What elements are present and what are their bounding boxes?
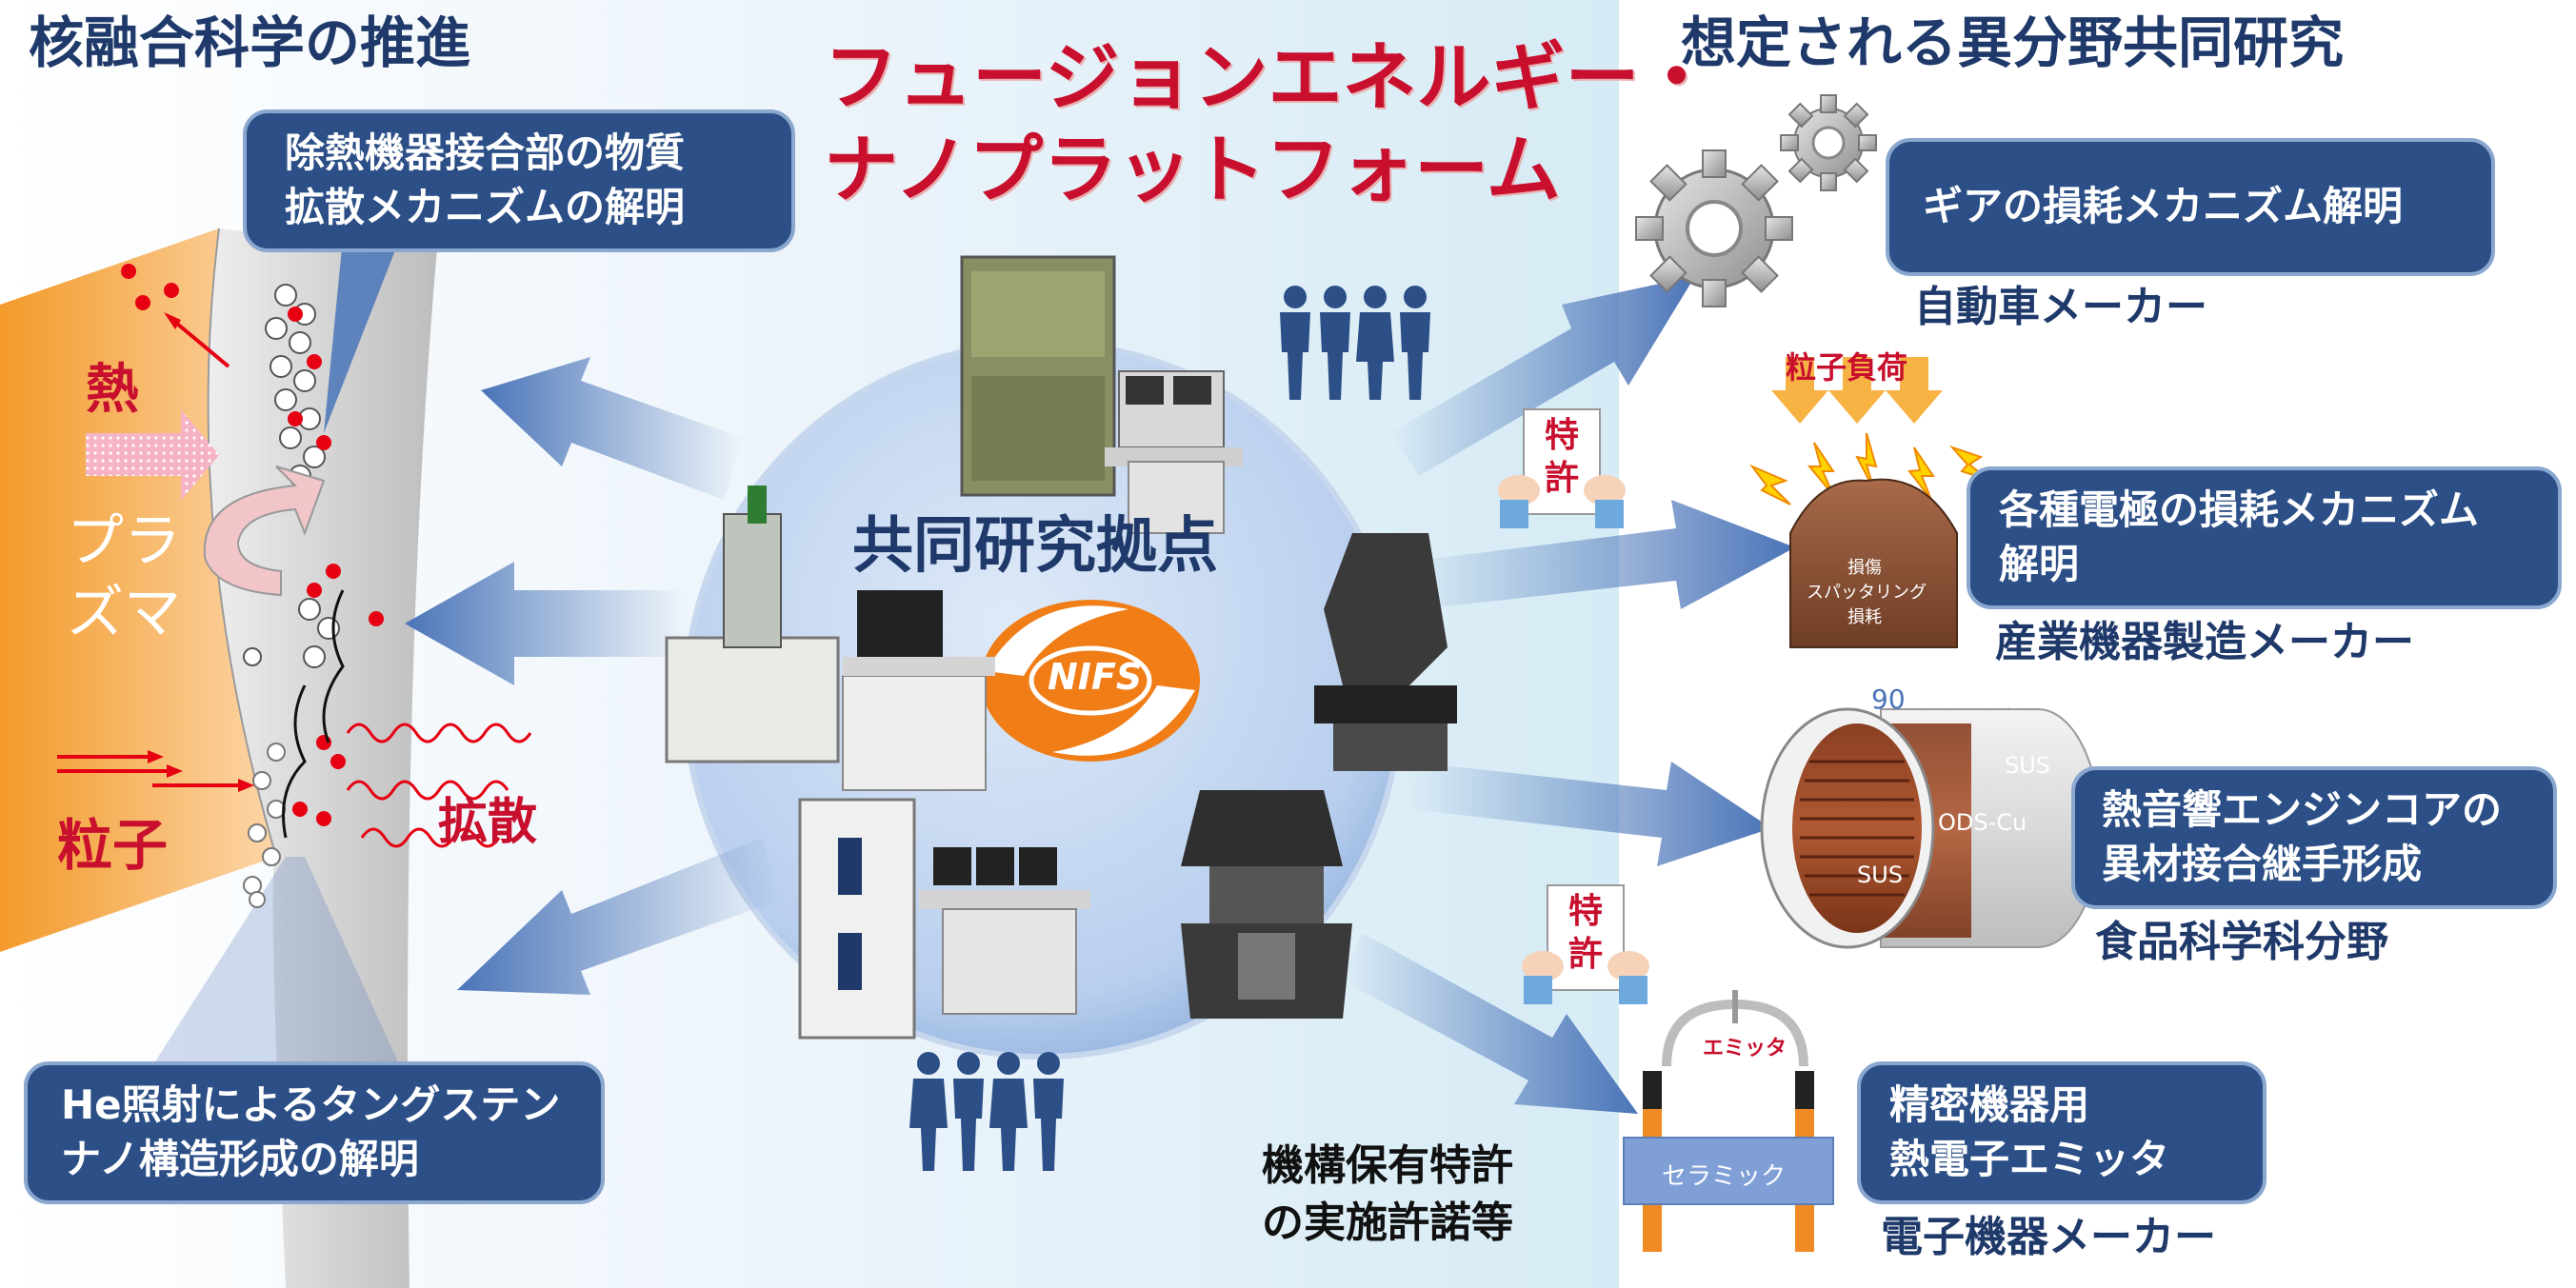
left-header: 核融合科学の推進 bbox=[29, 10, 471, 75]
box-gear-line1: ギアの損耗メカニズム解明 bbox=[1923, 183, 2404, 230]
callout-top bbox=[324, 238, 400, 433]
emitter-label: エミッタ bbox=[1699, 1031, 1791, 1061]
field-electronics: 電子機器メーカー bbox=[1881, 1213, 2216, 1261]
sus-bottom-label: SUS bbox=[1857, 862, 1904, 888]
patent-top-line2: 許 bbox=[1545, 459, 1580, 498]
instrument-right-top bbox=[1314, 533, 1457, 771]
particle-label: 粒子 bbox=[57, 813, 169, 878]
damage-label-line3: 損耗 bbox=[1847, 607, 1882, 627]
crack-lines bbox=[282, 589, 345, 839]
curved-arrow bbox=[203, 466, 326, 597]
heat-arrow bbox=[86, 409, 219, 501]
instrument-left bbox=[665, 485, 995, 791]
patent-icon-top bbox=[1498, 408, 1626, 528]
box-tungsten-line1: He照射によるタングステン bbox=[61, 1081, 561, 1129]
box-thermoacoustic-line1: 熱音響エンジンコアの bbox=[2102, 786, 2503, 834]
diffusion-waves bbox=[346, 723, 532, 848]
field-food-science: 食品科学科分野 bbox=[2095, 918, 2388, 966]
arrow-to-top-left bbox=[481, 357, 743, 500]
instrument-top bbox=[960, 255, 1243, 534]
electrode-icon bbox=[1748, 357, 1991, 648]
ceramic-label: セラミック bbox=[1662, 1162, 1787, 1191]
patent-icon-bottom bbox=[1522, 884, 1649, 1004]
patent-bottom-line2: 許 bbox=[1568, 935, 1604, 974]
thermionic-emitter-icon bbox=[1623, 990, 1834, 1252]
license-line1: 機構保有特許 bbox=[1262, 1141, 1513, 1190]
patent-bottom-line1: 特 bbox=[1568, 892, 1604, 931]
small-gear-icon bbox=[1780, 94, 1877, 191]
callout-bottom bbox=[152, 857, 400, 1066]
box-gear-wear: ギアの損耗メカニズム解明 bbox=[1886, 138, 2495, 276]
box-electrode-wear: 各種電極の損耗メカニズム 解明 bbox=[1967, 466, 2562, 609]
box-emitter-line1: 精密機器用 bbox=[1889, 1081, 2090, 1129]
arrow-to-bottom-left bbox=[457, 838, 781, 995]
box-thermoacoustic: 熱音響エンジンコアの 異材接合継手形成 bbox=[2071, 766, 2557, 909]
damage-label-line2: スパッタリング bbox=[1807, 583, 1927, 603]
box-diffusion-line1: 除熱機器接合部の物質 bbox=[285, 129, 686, 177]
arrow-to-cylinder bbox=[1409, 762, 1771, 866]
red-particles bbox=[121, 264, 384, 826]
field-industrial: 産業機器製造メーカー bbox=[1995, 618, 2414, 666]
plasma-label-line2: ズマ bbox=[67, 580, 181, 646]
center-title-line1: フュージョンエネルギー・ bbox=[824, 35, 1714, 121]
particle-load-label: 粒子負荷 bbox=[1786, 349, 1908, 386]
red-arrows bbox=[57, 317, 238, 787]
box-diffusion-mechanism: 除熱機器接合部の物質 拡散メカニズムの解明 bbox=[243, 109, 795, 252]
right-header: 想定される異分野共同研究 bbox=[1681, 10, 2345, 75]
box-emitter-line2: 熱電子エミッタ bbox=[1889, 1136, 2170, 1182]
arrow-to-electrode bbox=[1409, 500, 1795, 609]
box-tungsten-nanostructure: He照射によるタングステン ナノ構造形成の解明 bbox=[24, 1061, 605, 1204]
white-particles bbox=[243, 743, 286, 908]
arrow-to-gear bbox=[1390, 276, 1695, 476]
people-icon-top bbox=[1280, 286, 1430, 400]
arrow-to-mid-left bbox=[405, 562, 686, 685]
instrument-bottom-left bbox=[798, 798, 1090, 1040]
plasma-label-line1: プラ bbox=[67, 508, 181, 575]
box-electrode-line1: 各種電極の損耗メカニズム bbox=[1999, 486, 2480, 534]
people-icon-bottom bbox=[909, 1052, 1064, 1171]
nifs-logo bbox=[981, 600, 1200, 762]
instrument-bottom-right bbox=[1181, 790, 1352, 1019]
gear-icon bbox=[1635, 149, 1793, 307]
center-title-line2: ナノプラットフォーム bbox=[824, 128, 1561, 213]
field-automotive: 自動車メーカー bbox=[1914, 283, 2207, 331]
thermoacoustic-core-icon bbox=[1760, 707, 2101, 949]
box-thermoacoustic-line2: 異材接合継手形成 bbox=[2102, 841, 2423, 887]
sus-top-label: SUS bbox=[2005, 752, 2051, 779]
hub-label: 共同研究拠点 bbox=[852, 511, 1218, 582]
nifs-logo-text: NIFS bbox=[1048, 656, 1143, 698]
box-electrode-line2: 解明 bbox=[1999, 541, 2080, 587]
damage-label-line1: 損傷 bbox=[1847, 558, 1882, 578]
box-tungsten-line2: ナノ構造形成の解明 bbox=[61, 1136, 419, 1182]
heat-label: 熱 bbox=[86, 359, 139, 421]
box-emitter: 精密機器用 熱電子エミッタ bbox=[1857, 1061, 2266, 1204]
license-line2: の実施許諾等 bbox=[1262, 1199, 1513, 1247]
box-diffusion-line2: 拡散メカニズムの解明 bbox=[285, 184, 686, 230]
diffusion-label: 拡散 bbox=[438, 794, 538, 851]
dimension-label: 90 bbox=[1871, 684, 1906, 715]
arrow-to-emitter bbox=[1343, 933, 1638, 1114]
atom-cluster bbox=[243, 284, 340, 668]
ods-cu-label: ODS-Cu bbox=[1938, 809, 2027, 836]
patent-top-line1: 特 bbox=[1545, 416, 1580, 455]
